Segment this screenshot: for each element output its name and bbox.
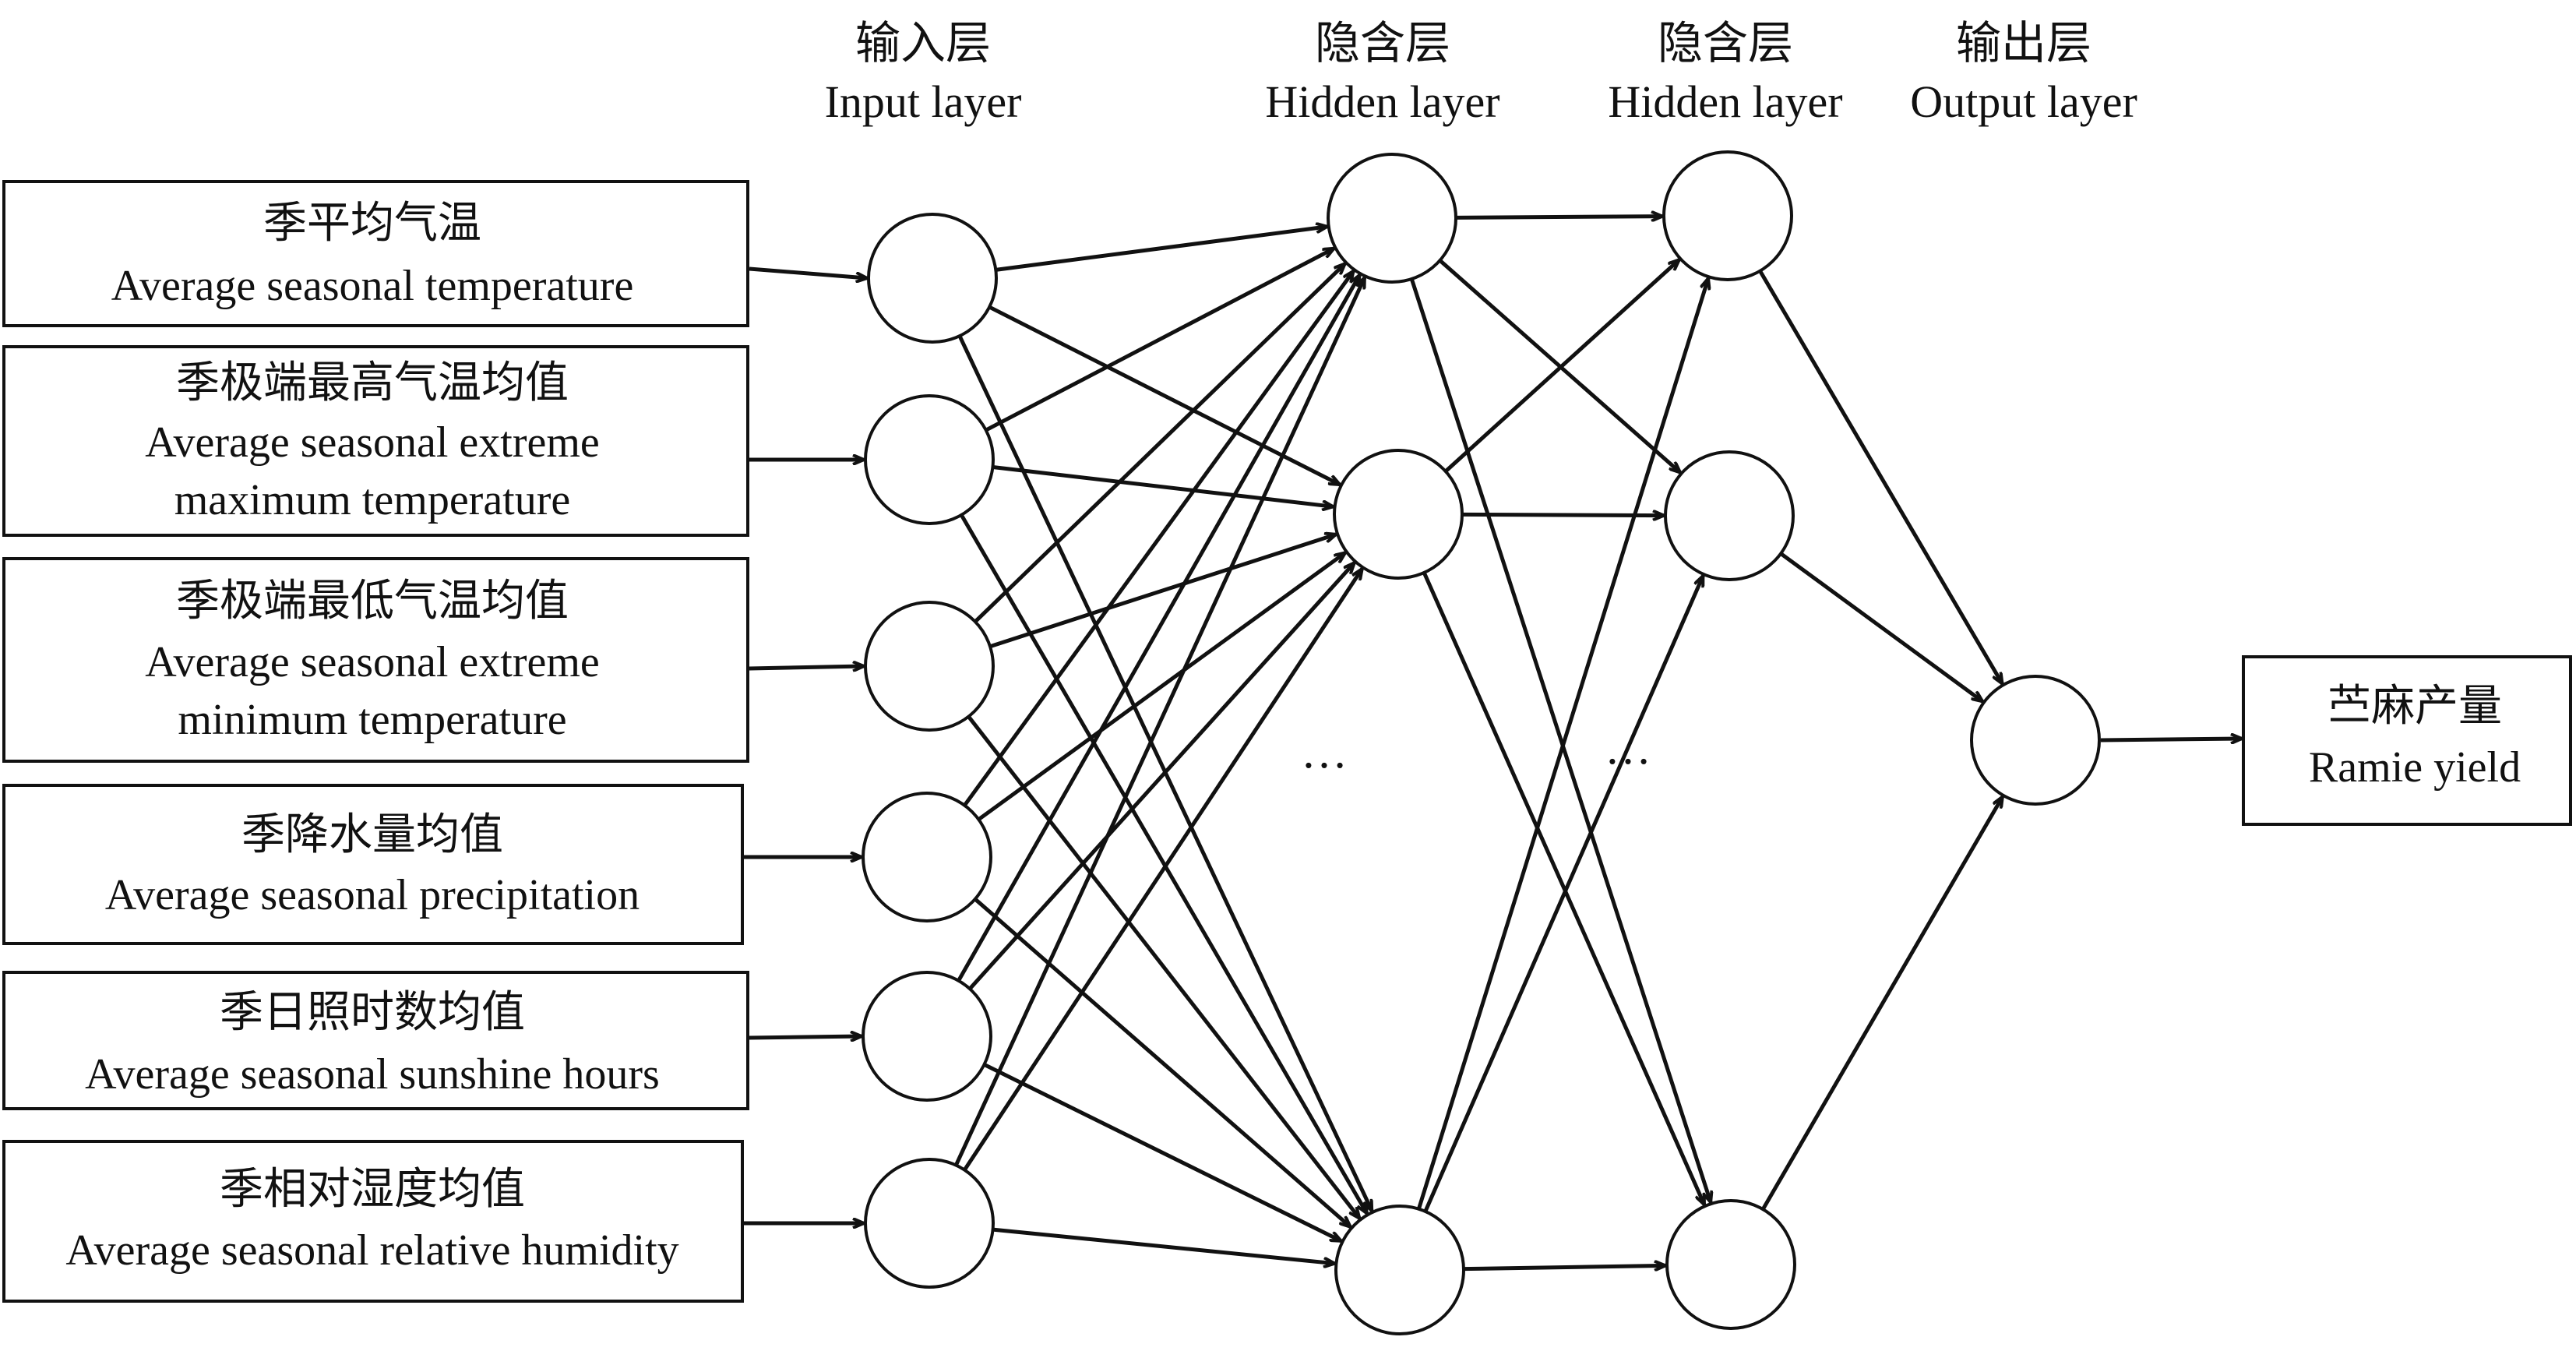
input-layer-title-zh: 输入层 <box>855 18 991 69</box>
output-layer-title-en: Output layer <box>1910 76 2137 127</box>
network-nodes <box>862 150 2101 1335</box>
connection-hidden1-hidden2 <box>1416 278 1708 1210</box>
input-node <box>864 1158 995 1289</box>
hidden-layer-1-ellipsis: … <box>1301 726 1348 778</box>
input-box-sunshine-hours: 季日照时数均值 Average seasonal sunshine hours <box>2 971 749 1110</box>
hidden-layer-1-title-zh: 隐含层 <box>1315 18 1450 69</box>
input-feature-boxes: 季平均气温 Average seasonal temperature 季极端最高… <box>2 180 749 1303</box>
connection-input-hidden1 <box>974 898 1351 1227</box>
hidden-layer-1-node <box>1333 449 1464 580</box>
output-layer-title-zh: 输出层 <box>1956 18 2091 69</box>
input-label-zh: 季极端最高气温均值 <box>176 359 569 407</box>
input-label-en: Average seasonal sunshine hours <box>85 1050 660 1099</box>
connection-hidden1-hidden2 <box>1444 259 1679 473</box>
input-label-en: Average seasonal extreme <box>145 638 600 686</box>
input-label-zh: 季降水量均值 <box>241 811 503 859</box>
connection-hidden1-hidden2 <box>1409 278 1711 1202</box>
input-node <box>864 601 995 732</box>
hidden-layer-1-title-en: Hidden layer <box>1265 76 1499 127</box>
input-arrow <box>749 1036 862 1038</box>
input-label-zh: 季相对湿度均值 <box>220 1166 525 1214</box>
input-arrow <box>749 266 867 278</box>
input-label-zh: 季平均气温 <box>263 199 481 248</box>
input-box-min-temperature: 季极端最低气温均值 Average seasonal extreme minim… <box>2 557 749 763</box>
input-label-en: Average seasonal precipitation <box>105 871 640 919</box>
connection-input-hidden1 <box>963 271 1353 807</box>
connection-input-hidden1 <box>974 263 1345 623</box>
input-label-en: Average seasonal relative humidity <box>65 1226 678 1275</box>
input-box-precipitation: 季降水量均值 Average seasonal precipitation <box>2 784 744 945</box>
hidden-layer-2-node <box>1662 150 1793 281</box>
connection-input-hidden1 <box>977 552 1345 821</box>
input-node <box>867 213 998 344</box>
input-arrow <box>749 666 864 668</box>
connection-hidden1-hidden2 <box>1422 571 1707 1205</box>
layer-headers: 输入层 Input layer 隐含层 Hidden layer 隐含层 Hid… <box>825 18 2137 127</box>
connection-hidden1-hidden2 <box>1463 1265 1665 1268</box>
input-layer-title-en: Input layer <box>825 76 1022 127</box>
input-label-en-2: minimum temperature <box>178 696 566 744</box>
connection-input-hidden1 <box>983 1063 1341 1240</box>
connection-input-hidden1 <box>960 513 1367 1213</box>
input-box-relative-humidity: 季相对湿度均值 Average seasonal relative humidi… <box>2 1140 744 1303</box>
connection-input-hidden1 <box>968 563 1355 990</box>
input-label-zh: 季极端最低气温均值 <box>176 577 569 626</box>
connection-input-hidden1 <box>985 249 1334 432</box>
output-node <box>1970 675 2101 806</box>
output-box-ramie-yield: 苎麻产量 Ramie yield <box>2242 655 2572 826</box>
hidden-layer-1-node <box>1327 153 1457 284</box>
input-label-en-2: maximum temperature <box>174 476 570 524</box>
connection-input-hidden1 <box>992 464 1333 506</box>
input-label-zh: 季日照时数均值 <box>220 989 525 1037</box>
connection-hidden1-hidden2 <box>1461 514 1664 515</box>
input-label-en: Average seasonal extreme <box>145 418 600 467</box>
connection-hidden1-hidden2 <box>1423 576 1705 1212</box>
connection-input-hidden1 <box>988 305 1340 485</box>
input-node <box>864 394 995 525</box>
connection-hidden1-hidden2 <box>1455 217 1662 218</box>
connection-input-hidden1 <box>995 227 1327 272</box>
connection-input-hidden1 <box>989 534 1336 649</box>
connection-lines <box>744 217 2242 1269</box>
connection-hidden2-output <box>1758 270 2003 684</box>
input-node <box>862 792 992 922</box>
connection-input-hidden1 <box>963 569 1362 1171</box>
output-label-en: Ramie yield <box>2309 743 2521 792</box>
connection-input-hidden1 <box>992 1227 1335 1264</box>
connection-hidden2-output <box>1779 552 1982 701</box>
hidden-layer-2-node <box>1665 1199 1796 1330</box>
output-arrow <box>2100 739 2242 740</box>
input-node <box>862 971 992 1102</box>
connection-hidden2-output <box>1761 797 2003 1211</box>
connection-input-hidden1 <box>967 715 1359 1219</box>
hidden-layer-1-node <box>1334 1205 1465 1335</box>
output-label-zh: 苎麻产量 <box>2328 683 2502 731</box>
connection-input-hidden1 <box>954 277 1367 1166</box>
hidden-layer-2-title-en: Hidden layer <box>1608 76 1842 127</box>
hidden-layer-2-title-zh: 隐含层 <box>1658 18 1793 69</box>
connection-input-hidden1 <box>957 275 1360 982</box>
input-label-en: Average seasonal temperature <box>111 262 634 310</box>
hidden-layer-2-node <box>1664 450 1795 581</box>
hidden-layer-2-ellipsis: … <box>1605 722 1651 774</box>
input-box-temperature: 季平均气温 Average seasonal temperature <box>2 180 749 327</box>
input-box-max-temperature: 季极端最高气温均值 Average seasonal extreme maxim… <box>2 345 749 537</box>
